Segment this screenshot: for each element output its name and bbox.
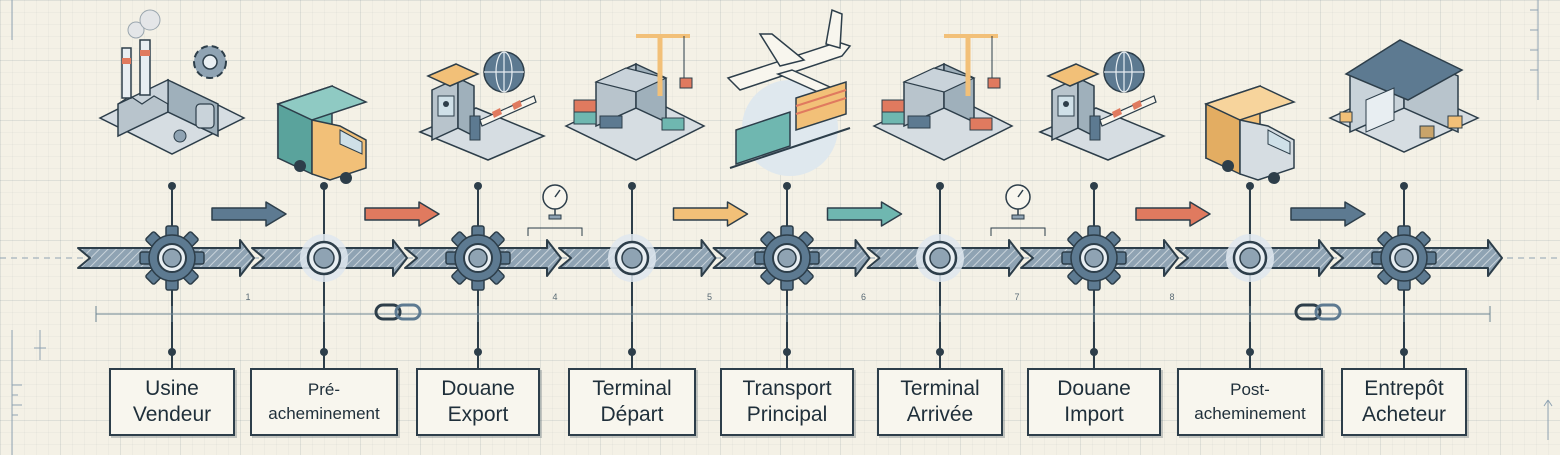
segment-label: 5 xyxy=(707,292,712,302)
gauge-bracket xyxy=(527,227,583,236)
chain-link-icon xyxy=(1294,303,1342,321)
gear-icon xyxy=(1061,225,1127,291)
stage-label: Douane Export xyxy=(441,377,515,426)
stage-label: Post- acheminement xyxy=(1194,380,1306,423)
gauge-icon xyxy=(542,184,568,220)
flow-arrow xyxy=(211,201,287,227)
chain-link-icon xyxy=(374,303,422,321)
gauge-icon xyxy=(1005,184,1031,220)
port-terminal-icon xyxy=(872,34,1014,161)
stage-label: Usine Vendeur xyxy=(132,377,212,426)
ring-node xyxy=(606,232,658,284)
stage-label: Terminal Arrivée xyxy=(900,377,980,426)
flow-arrow xyxy=(364,201,440,227)
customs-booth-icon xyxy=(418,51,546,161)
segment-label: 4 xyxy=(552,292,557,302)
segment-label: 7 xyxy=(1014,292,1019,302)
stage-label: Pré- acheminement xyxy=(268,380,380,423)
stage-label: Entrepôt Acheteur xyxy=(1361,377,1447,426)
flow-arrow xyxy=(826,201,903,227)
gear-icon xyxy=(1371,225,1437,291)
gauge-bracket xyxy=(990,227,1046,236)
airplane-train-icon xyxy=(726,8,852,176)
segment-label: 8 xyxy=(1169,292,1174,302)
stage-box-6: Terminal Arrivée xyxy=(877,368,1003,436)
stage-label: Transport Principal xyxy=(742,377,832,426)
stage-box-5: Transport Principal xyxy=(720,368,854,436)
gear-icon xyxy=(754,225,820,291)
stage-box-4: Terminal Départ xyxy=(568,368,696,436)
ring-node xyxy=(914,232,966,284)
dimension-lines: 1 4 5 6 7 8 xyxy=(95,292,1491,322)
track-joints xyxy=(139,225,1437,291)
customs-booth-icon xyxy=(1038,51,1166,161)
ring-node xyxy=(1224,232,1276,284)
segment-label: 1 xyxy=(245,292,250,302)
stage-box-3: Douane Export xyxy=(416,368,540,436)
factory-icon xyxy=(98,9,246,155)
truck-icon xyxy=(1203,84,1297,184)
ruler-right xyxy=(1530,0,1553,440)
stage-label: Douane Import xyxy=(1057,377,1131,426)
flow-arrow xyxy=(672,201,749,227)
flow-arrow xyxy=(1290,201,1366,227)
warehouse-icon xyxy=(1328,39,1480,153)
flow-arrow xyxy=(1135,201,1211,227)
stage-box-7: Douane Import xyxy=(1027,368,1161,436)
flow-arrows xyxy=(211,201,1366,227)
segment-label: 6 xyxy=(861,292,866,302)
gear-icon xyxy=(445,225,511,291)
stage-connectors xyxy=(168,182,1408,372)
port-terminal-icon xyxy=(564,34,706,161)
gear-icon xyxy=(139,225,205,291)
stage-box-9: Entrepôt Acheteur xyxy=(1341,368,1467,436)
ruler-left xyxy=(11,0,46,455)
stage-box-1: Usine Vendeur xyxy=(109,368,235,436)
truck-icon xyxy=(275,84,369,184)
stage-box-2: Pré- acheminement xyxy=(250,368,398,436)
ring-node xyxy=(298,232,350,284)
stage-label: Terminal Départ xyxy=(592,377,672,426)
stage-box-8: Post- acheminement xyxy=(1177,368,1323,436)
